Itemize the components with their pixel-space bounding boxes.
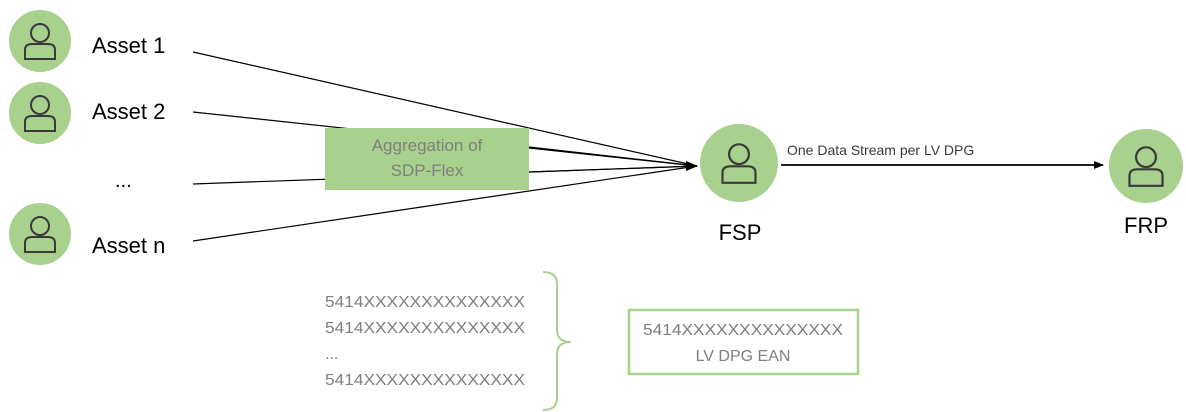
connector-box-bottom	[528, 165, 698, 173]
lv-dpg-ean-box	[627, 308, 860, 376]
frp-node	[1107, 127, 1185, 205]
connector-asset-1	[192, 51, 698, 167]
asset-label-1: Asset 1	[92, 33, 165, 58]
fsp-label: FSP	[719, 220, 762, 245]
lv-dpg-ean-value: 5414XXXXXXXXXXXXXX	[643, 322, 843, 339]
asset-node-2	[7, 80, 73, 146]
asset-label-ellipsis: ...	[115, 170, 132, 192]
ean-group-brace	[542, 271, 572, 411]
asset-label-2: Asset 2	[92, 99, 165, 124]
ean-list-item-1: 5414XXXXXXXXXXXXXX	[325, 294, 525, 311]
data-stream-label: One Data Stream per LV DPG	[787, 142, 974, 158]
aggregation-box	[325, 128, 529, 190]
lv-dpg-ean-caption: LV DPG EAN	[696, 348, 791, 365]
asset-node-1	[7, 8, 73, 74]
fsp-node	[698, 122, 780, 204]
aggregation-label-line1: Aggregation of	[372, 136, 483, 155]
ean-list-item-4: 5414XXXXXXXXXXXXXX	[325, 372, 525, 389]
ean-list-item-ellipsis: ...	[325, 346, 338, 363]
connector-asset-n	[192, 165, 698, 242]
aggregation-label-line2: SDP-Flex	[391, 161, 464, 180]
asset-label-n: Asset n	[92, 233, 165, 258]
asset-node-n	[7, 201, 73, 267]
connector-box-top	[528, 146, 698, 167]
frp-label: FRP	[1124, 213, 1168, 238]
fsp-incoming-arrowhead	[686, 161, 698, 171]
ean-list-item-2: 5414XXXXXXXXXXXXXX	[325, 320, 525, 337]
